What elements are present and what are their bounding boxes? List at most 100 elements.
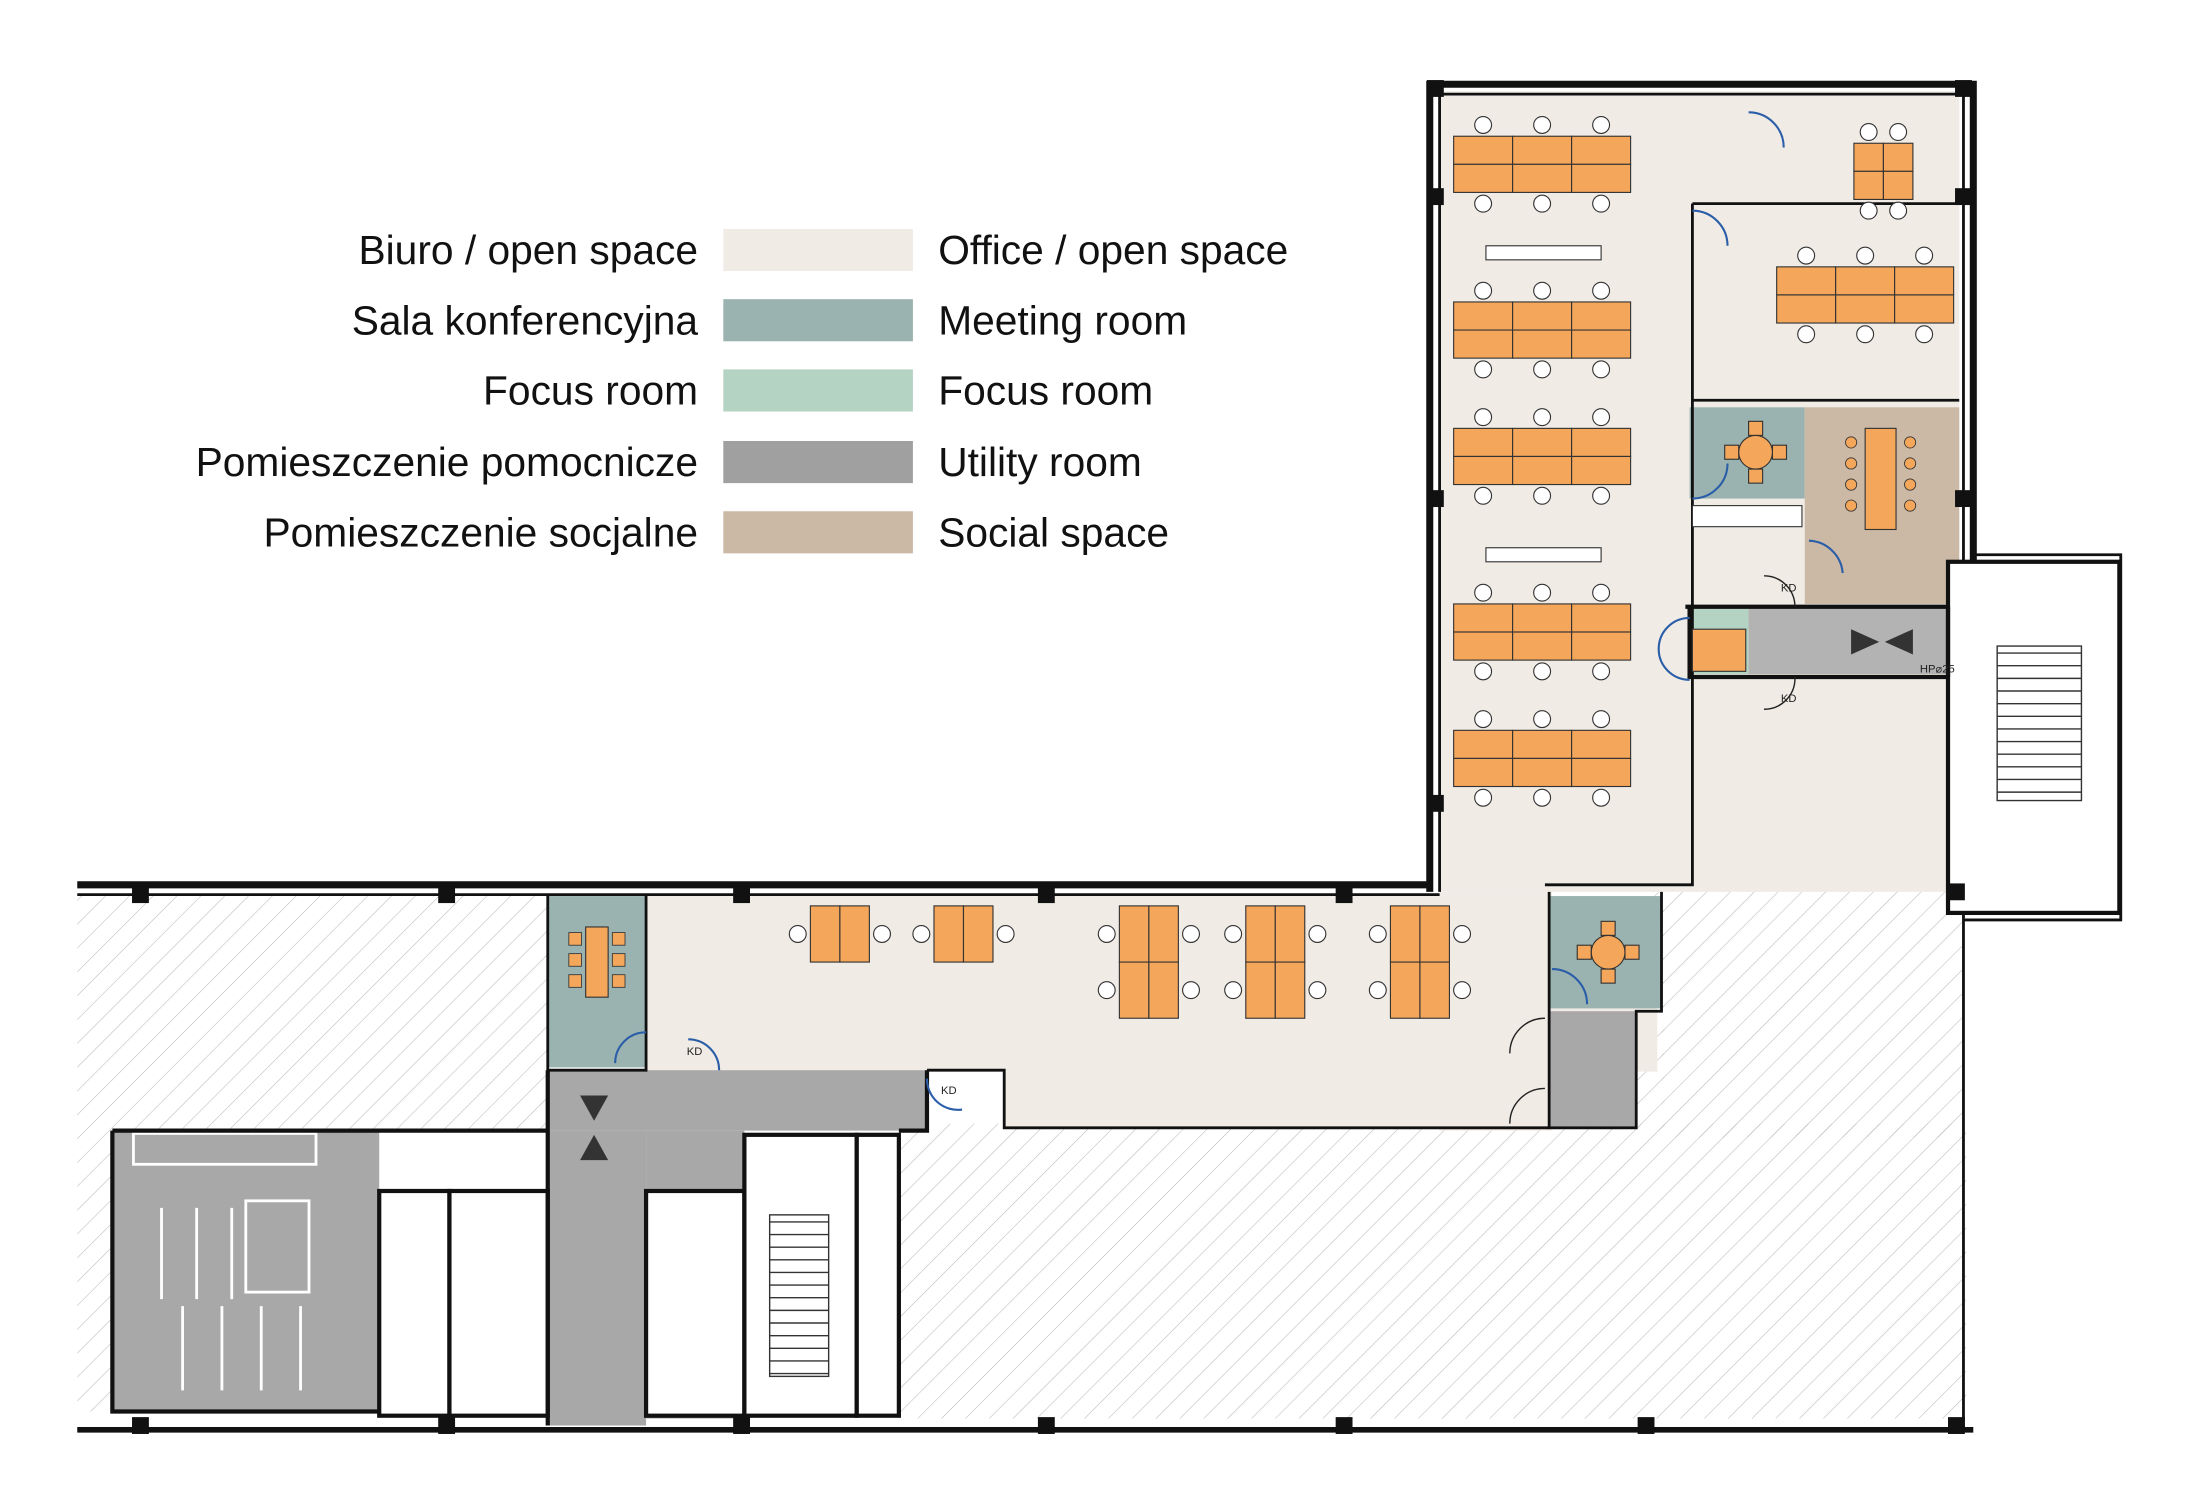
door[interactable] (1808, 539, 1844, 574)
chair (1182, 981, 1200, 1000)
legend-item-social: Pomieszczenie socjalne Social space (263, 509, 1169, 555)
desk-cluster (1453, 583, 1632, 681)
chair (1368, 924, 1387, 943)
legend-swatch (723, 299, 913, 342)
legend-label-pl: Biuro / open space (358, 227, 698, 273)
desk (933, 905, 965, 963)
round-meeting-table (1576, 920, 1640, 984)
chair (1474, 116, 1493, 134)
shaft (854, 1132, 901, 1418)
chair (1533, 408, 1552, 427)
chair (1856, 325, 1875, 344)
door[interactable] (1692, 209, 1729, 246)
chair (1859, 123, 1878, 142)
chair (1904, 499, 1917, 512)
desk-cluster (1453, 710, 1632, 807)
utility-corridor (547, 1070, 927, 1131)
kd-label: KD (1781, 693, 1797, 705)
elevator (447, 1188, 550, 1418)
chair (1592, 662, 1611, 681)
chair (1308, 924, 1327, 943)
column (132, 1417, 149, 1434)
chair (1533, 710, 1552, 729)
stairs (768, 645, 2083, 1378)
desk (1453, 301, 1514, 331)
column (1335, 1417, 1353, 1434)
chair (1624, 944, 1640, 960)
door[interactable] (688, 1038, 721, 1071)
desk (1274, 905, 1306, 963)
desk (1571, 729, 1632, 759)
utility-lobby (547, 1130, 647, 1426)
chair (1224, 924, 1243, 943)
desk (1882, 142, 1914, 172)
chair (1856, 246, 1875, 265)
column (438, 1417, 456, 1434)
column (1637, 1417, 1655, 1434)
desk (1512, 301, 1573, 331)
column (1037, 1417, 1055, 1434)
doors[interactable] (614, 111, 1844, 1111)
desk (1853, 170, 1884, 200)
desk (1118, 905, 1150, 963)
legend-label-en: Meeting room (938, 297, 1187, 343)
chair (1748, 420, 1764, 436)
door[interactable] (1509, 1017, 1545, 1054)
door[interactable] (614, 1031, 647, 1064)
chair (1889, 123, 1908, 142)
desk (1453, 603, 1514, 633)
legend-item-office: Biuro / open space Office / open space (358, 227, 1288, 273)
column (1948, 1417, 1965, 1434)
legend-label-pl: Pomieszczenie socjalne (263, 509, 698, 555)
desk-cluster (788, 905, 892, 963)
fire-doors[interactable] (1509, 575, 1796, 1124)
door[interactable] (1509, 1087, 1545, 1124)
legend-label-en: Office / open space (938, 227, 1288, 273)
desk (1571, 603, 1632, 633)
chair (1845, 499, 1858, 512)
chair (873, 924, 892, 943)
chair (1592, 360, 1611, 379)
utility-corridor (1748, 606, 1949, 675)
door[interactable] (925, 1078, 963, 1111)
desk (1512, 603, 1573, 633)
desk (1512, 455, 1573, 486)
chair (1592, 281, 1611, 300)
desk (1571, 301, 1632, 331)
column (1037, 886, 1055, 904)
round-meeting-table (1724, 420, 1788, 484)
desk (1389, 905, 1421, 963)
chair (1224, 981, 1243, 1000)
chair (1915, 325, 1934, 344)
door[interactable] (1748, 111, 1785, 148)
desk (962, 905, 994, 963)
desk (1571, 631, 1632, 661)
chair (1474, 486, 1493, 505)
door[interactable] (1692, 463, 1729, 500)
chair (996, 924, 1015, 943)
chair (1592, 194, 1611, 213)
door[interactable] (1551, 968, 1589, 1005)
fire-door-icon (580, 629, 1913, 1161)
desk (1882, 170, 1914, 200)
desk (1419, 905, 1450, 963)
desk (1419, 961, 1450, 1019)
chair (1600, 920, 1616, 936)
door[interactable] (1764, 676, 1796, 710)
elevator (643, 1188, 747, 1418)
desk (1571, 455, 1632, 486)
chair (1533, 788, 1552, 807)
desk (1571, 135, 1632, 165)
chair (1474, 788, 1493, 807)
desk (1512, 163, 1573, 193)
door[interactable] (1657, 616, 1690, 681)
desk (1853, 142, 1884, 172)
legend-swatch (723, 369, 913, 412)
desk-cluster (1853, 123, 1914, 220)
door[interactable] (1764, 575, 1796, 607)
desk (1453, 329, 1514, 359)
desk (1148, 905, 1179, 963)
chair (1533, 360, 1552, 379)
cores (377, 559, 2122, 1418)
chair (1592, 583, 1611, 602)
